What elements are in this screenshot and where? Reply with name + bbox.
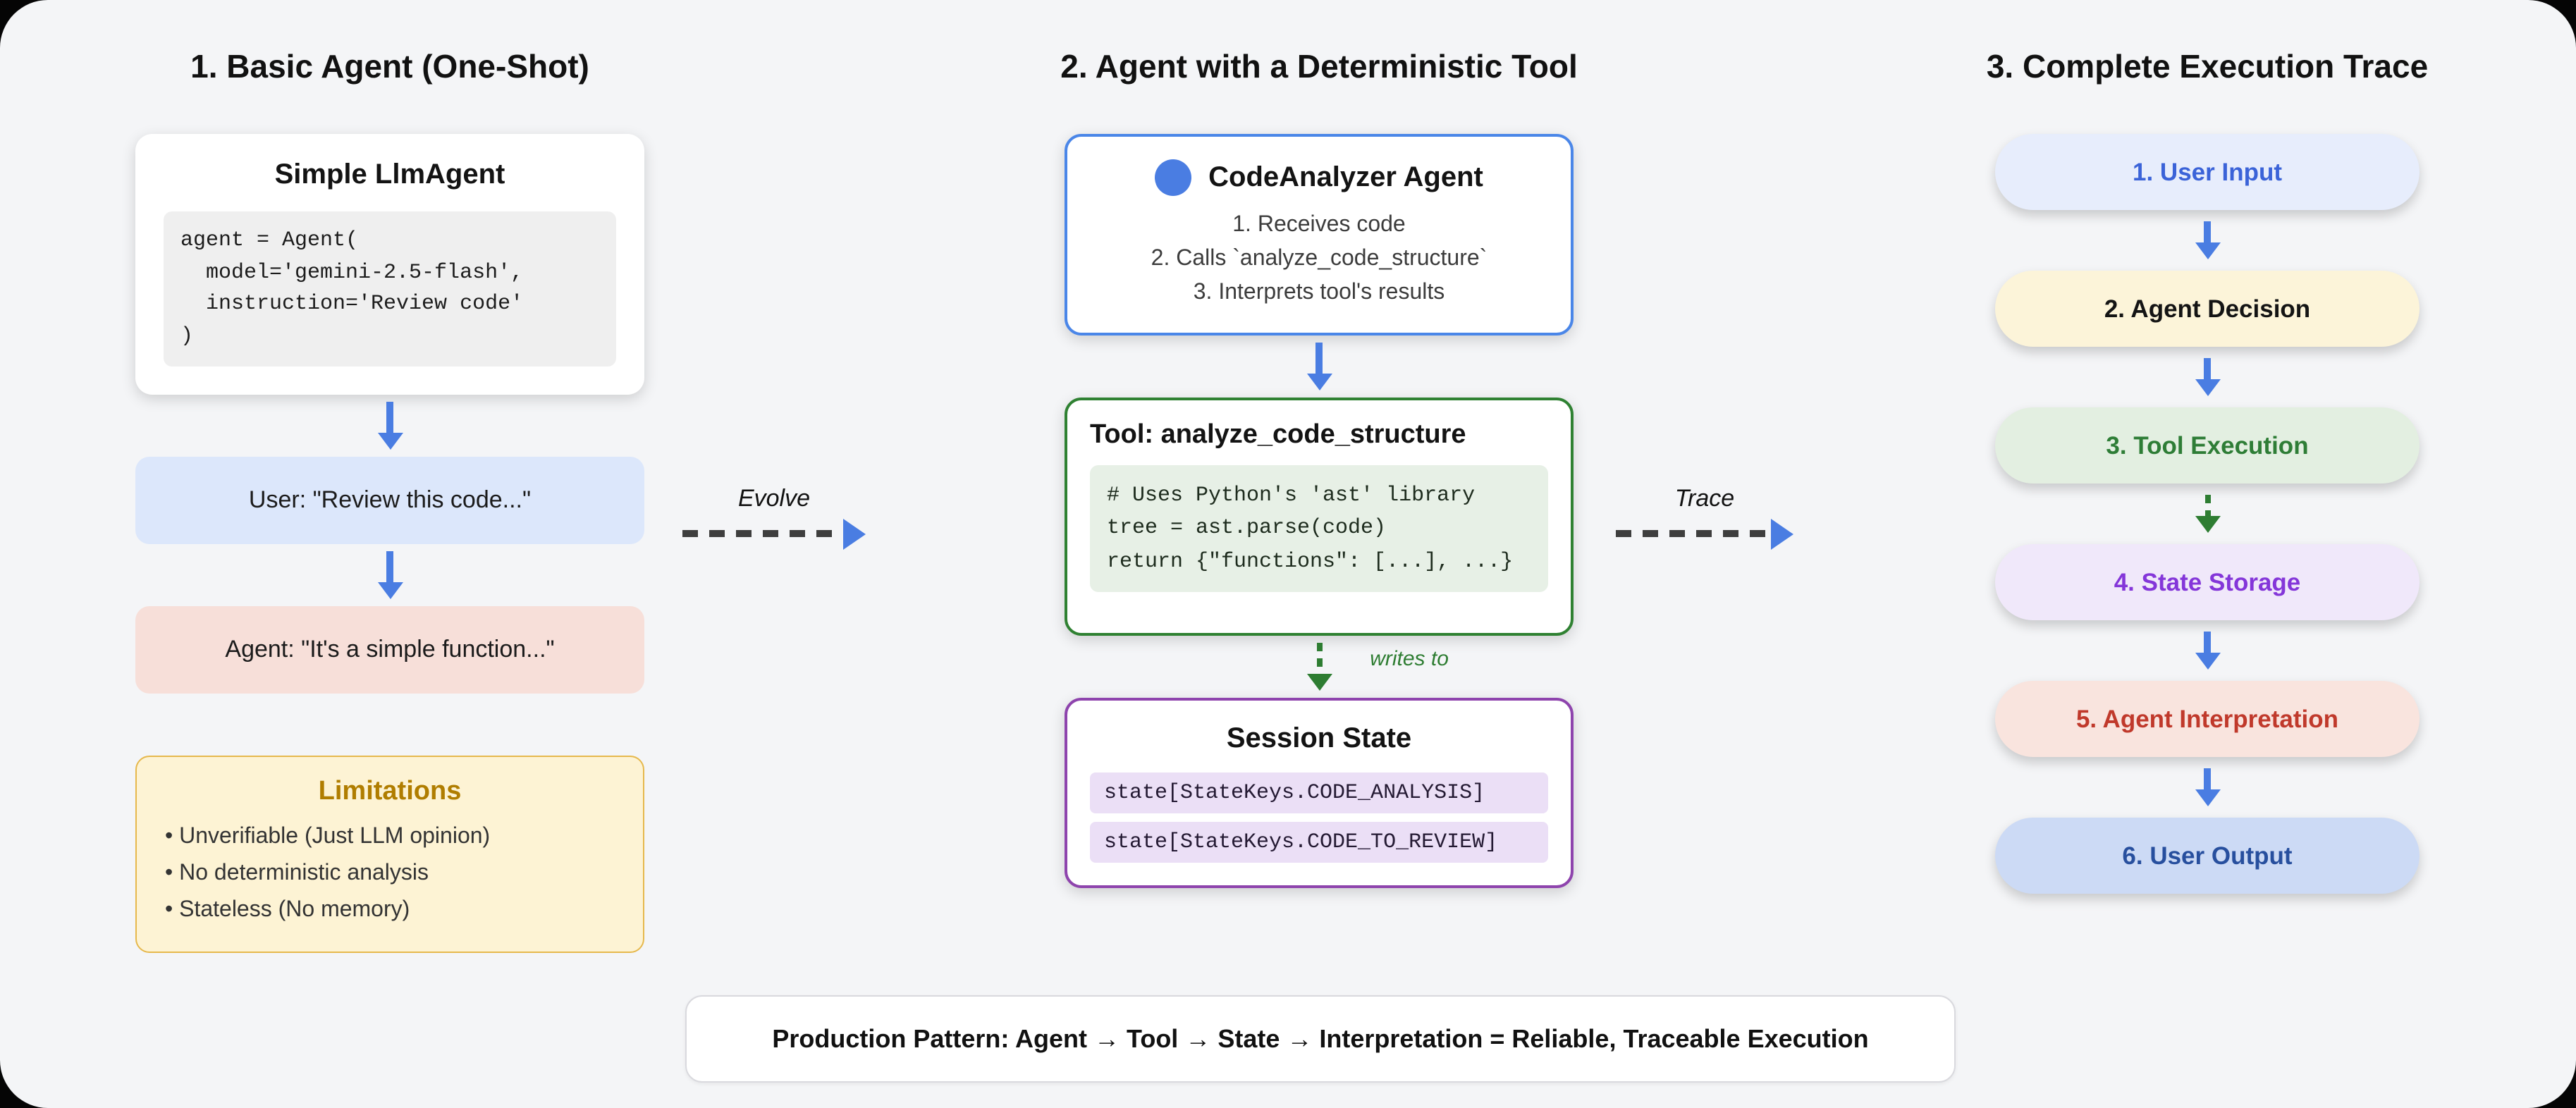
- agent-step: 2. Calls `analyze_code_structure`: [1151, 247, 1488, 271]
- trace-connector: Trace: [1616, 485, 1793, 537]
- tool-card-title: Tool: analyze_code_structure: [1090, 420, 1466, 450]
- state-key-line: state[StateKeys.CODE_TO_REVIEW]: [1090, 821, 1548, 863]
- evolve-label: Evolve: [737, 485, 811, 512]
- agent-step: 1. Receives code: [1232, 213, 1406, 237]
- limitation-item: Stateless (No memory): [165, 892, 615, 929]
- column-basic-agent: 1. Basic Agent (One-Shot) Simple LlmAgen…: [135, 48, 644, 953]
- codeanalyzer-title-row: CodeAnalyzer Agent: [1155, 159, 1483, 196]
- agent-step: 3. Interprets tool's results: [1193, 281, 1445, 304]
- agent-circle-icon: [1155, 159, 1192, 196]
- arrow-down-icon: [2204, 768, 2211, 789]
- column-3-heading: 3. Complete Execution Trace: [1986, 48, 2429, 85]
- state-key-line: state[StateKeys.CODE_ANALYSIS]: [1090, 772, 1548, 813]
- session-state-card: Session State state[StateKeys.CODE_ANALY…: [1065, 697, 1574, 888]
- limitations-box: Limitations Unverifiable (Just LLM opini…: [135, 756, 644, 953]
- writes-to-label: writes to: [1370, 646, 1449, 671]
- limitation-item: Unverifiable (Just LLM opinion): [165, 819, 615, 856]
- trace-pill-user-output: 6. User Output: [1995, 818, 2419, 894]
- arrow-down-icon: [386, 402, 393, 433]
- trace-pill-agent-decision: 2. Agent Decision: [1995, 271, 2419, 347]
- arrow-down-icon: [386, 551, 393, 582]
- writes-to-connector: writes to: [1065, 636, 1574, 698]
- arrow-down-icon: [2204, 632, 2211, 653]
- tool-card: Tool: analyze_code_structure # Uses Pyth…: [1065, 398, 1574, 636]
- column-execution-trace: 3. Complete Execution Trace 1. User Inpu…: [1987, 48, 2428, 894]
- evolve-arrow-icon: [682, 530, 846, 537]
- production-pattern-banner: Production Pattern: Agent → Tool → State…: [685, 995, 1956, 1083]
- arrow-down-icon: [1315, 343, 1323, 374]
- column-deterministic-tool: 2. Agent with a Deterministic Tool CodeA…: [1060, 48, 1578, 888]
- agent-code-block: agent = Agent( model='gemini-2.5-flash',…: [164, 211, 616, 367]
- simple-llmagent-card: Simple LlmAgent agent = Agent( model='ge…: [135, 134, 644, 395]
- trace-label: Trace: [1674, 485, 1735, 512]
- column-2-heading: 2. Agent with a Deterministic Tool: [1060, 48, 1578, 85]
- dashed-arrow-down-icon: [2204, 495, 2210, 516]
- trace-pill-tool-execution: 3. Tool Execution: [1995, 407, 2419, 484]
- column-1-heading: 1. Basic Agent (One-Shot): [190, 48, 589, 85]
- limitation-item: No deterministic analysis: [165, 856, 615, 892]
- codeanalyzer-title: CodeAnalyzer Agent: [1208, 161, 1483, 192]
- arrow-down-icon: [2204, 358, 2211, 379]
- dashed-arrow-down-icon: [1316, 642, 1322, 674]
- simple-llmagent-title: Simple LlmAgent: [274, 159, 505, 190]
- agent-message-bubble: Agent: "It's a simple function...": [135, 606, 644, 694]
- evolve-connector: Evolve: [682, 485, 866, 537]
- production-pattern-text: Production Pattern: Agent → Tool → State…: [772, 1024, 1869, 1052]
- trace-pill-state-storage: 4. State Storage: [1995, 544, 2419, 620]
- tool-code-block: # Uses Python's 'ast' library tree = ast…: [1090, 465, 1548, 592]
- trace-arrow-icon: [1616, 530, 1774, 537]
- trace-pill-agent-interpretation: 5. Agent Interpretation: [1995, 681, 2419, 757]
- user-message-bubble: User: "Review this code...": [135, 457, 644, 544]
- limitations-title: Limitations: [318, 777, 462, 806]
- trace-pill-user-input: 1. User Input: [1995, 134, 2419, 210]
- session-state-title: Session State: [1226, 722, 1412, 754]
- codeanalyzer-agent-card: CodeAnalyzer Agent 1. Receives code 2. C…: [1065, 134, 1574, 336]
- arrow-down-icon: [2204, 221, 2211, 242]
